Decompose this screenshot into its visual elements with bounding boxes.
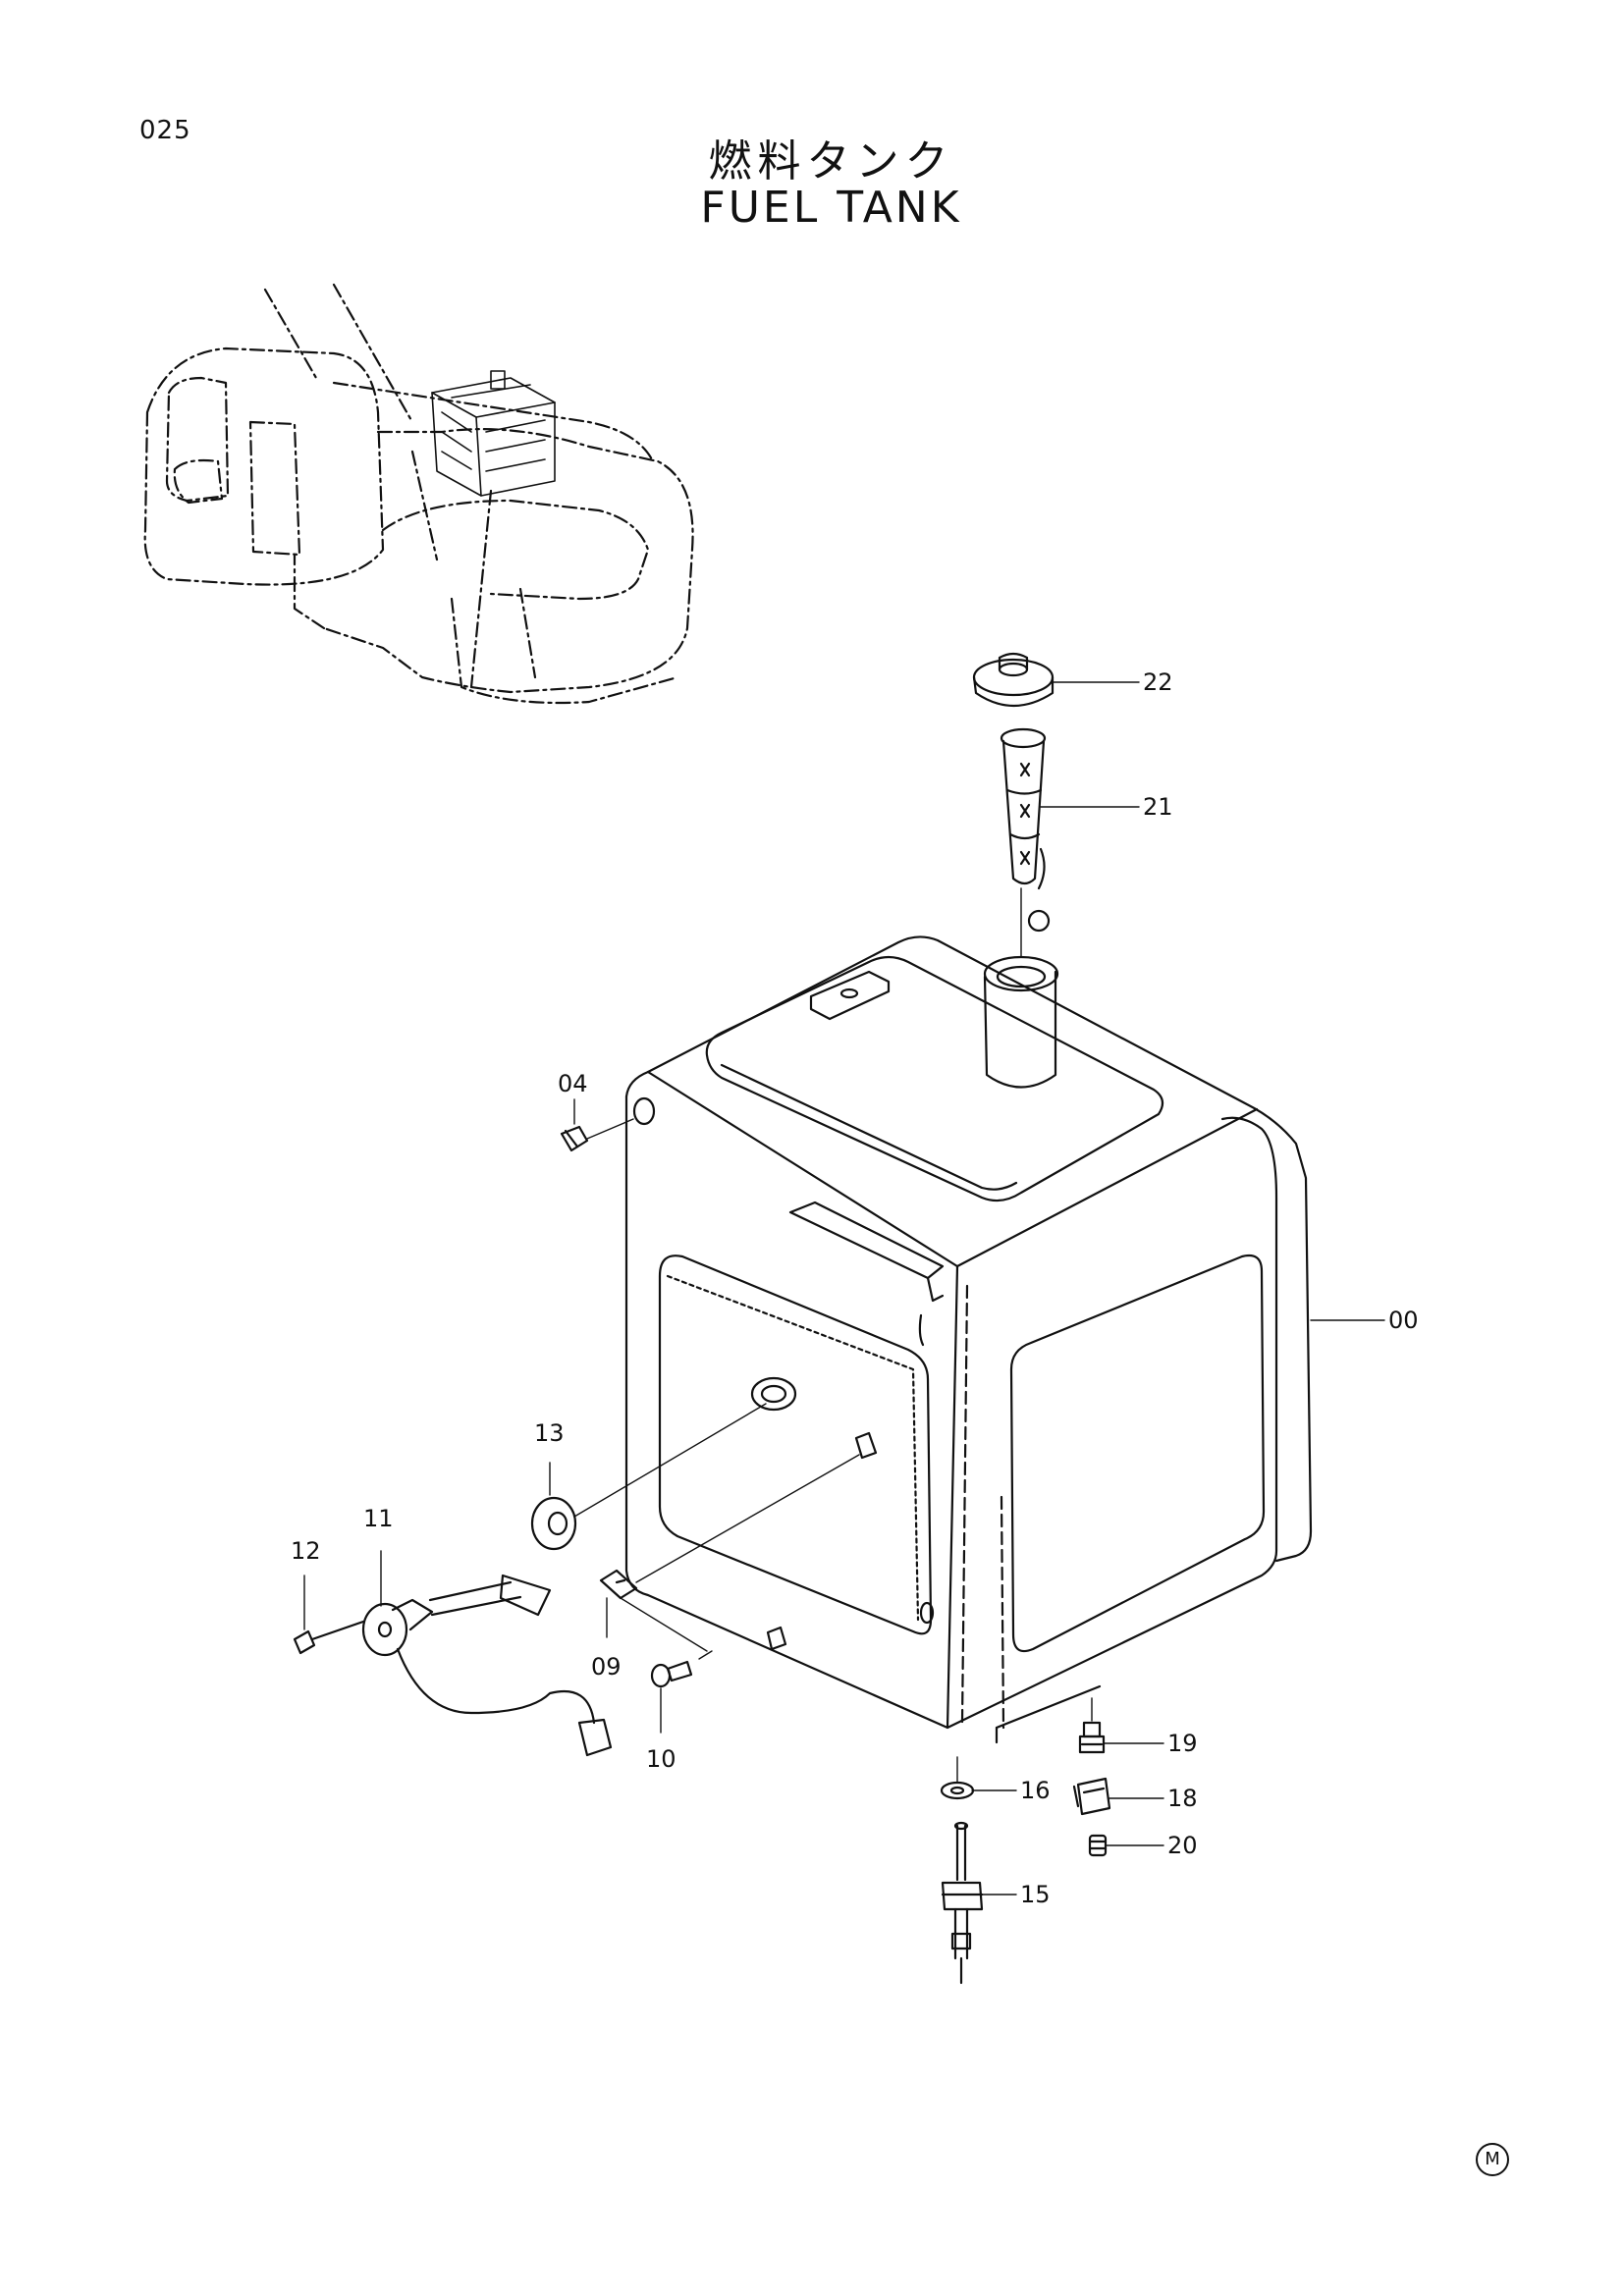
callout-19: 19 (1167, 1730, 1198, 1757)
circled-m-mark: M (1476, 2143, 1509, 2176)
part-04-plug (560, 1098, 634, 1152)
callout-10: 10 (646, 1745, 676, 1773)
callout-04: 04 (558, 1070, 588, 1097)
part-09-clip (599, 1454, 860, 1660)
callout-21: 21 (1143, 793, 1173, 821)
callout-16: 16 (1020, 1777, 1051, 1804)
part-20-plug (1088, 1834, 1108, 1857)
fuel-tank-body (624, 935, 1313, 1744)
excavator-location-sketch (143, 283, 694, 705)
page-number: 025 (139, 116, 191, 145)
callout-09: 09 (591, 1653, 622, 1681)
callout-15: 15 (1020, 1881, 1051, 1908)
part-18-valve (1072, 1777, 1111, 1816)
callout-11: 11 (363, 1505, 394, 1532)
part-21-strainer (1000, 727, 1051, 958)
callout-20: 20 (1167, 1832, 1198, 1859)
part-19-drain-cock (1078, 1697, 1106, 1754)
callout-22: 22 (1143, 668, 1173, 696)
part-13-gasket (530, 1403, 767, 1551)
callout-00: 00 (1388, 1307, 1419, 1334)
part-16-washer (940, 1756, 975, 1800)
callout-labels: 22 21 04 00 13 11 12 09 10 19 16 18 20 1… (291, 668, 1419, 1908)
part-11-fuel-level-sensor (361, 1550, 613, 1757)
part-22-filler-cap (972, 652, 1055, 708)
part-12-bolt (293, 1575, 365, 1655)
callout-13: 13 (534, 1419, 565, 1447)
callout-18: 18 (1167, 1785, 1198, 1812)
callout-12: 12 (291, 1537, 321, 1565)
diagram-title-japanese: 燃料タンク (708, 136, 954, 187)
tank-location-highlight (431, 370, 556, 497)
diagram-title-english: FUEL TANK (700, 183, 962, 233)
part-10-bolt (650, 1660, 693, 1734)
part-15-drain-valve (941, 1821, 984, 1985)
leader-lines (971, 681, 1385, 1896)
